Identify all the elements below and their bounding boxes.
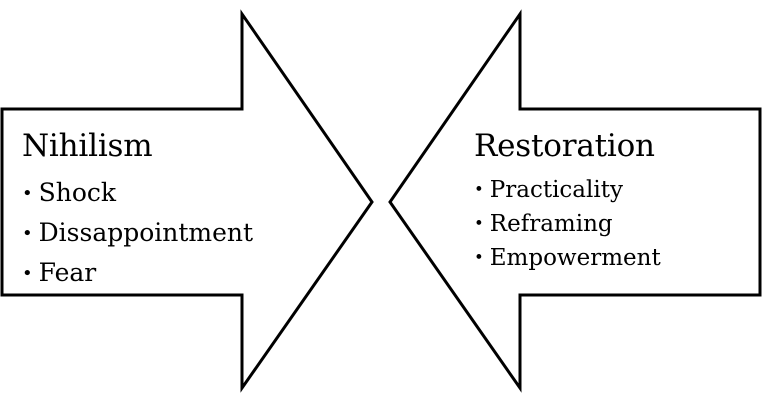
left-arrow-shape (0, 9, 374, 393)
right-arrow-item-practicality: • Practicality (474, 174, 661, 208)
right-arrow-list: • Practicality • Reframing • Empowerment (474, 174, 661, 276)
right-arrow-item-empowerment: • Empowerment (474, 242, 661, 276)
bullet-dot: • (474, 180, 484, 199)
bullet-dot: • (22, 263, 33, 284)
left-arrow-text: Nihilism • Shock • Dissappointment • Fea… (22, 127, 253, 294)
right-arrow-text: Restoration • Practicality • Reframing •… (474, 127, 661, 276)
left-arrow-item-label: Shock (38, 178, 117, 207)
left-arrow-item-fear: • Fear (22, 254, 253, 294)
right-arrow-item-label: Practicality (489, 177, 623, 203)
right-arrow-item-reframing: • Reframing (474, 208, 661, 242)
left-arrow-title: Nihilism (22, 128, 153, 164)
bullet-dot: • (474, 214, 484, 233)
right-arrow-title: Restoration (474, 128, 655, 164)
left-arrow-list: • Shock • Dissappointment • Fear (22, 174, 253, 294)
left-arrow-item-label: Dissappointment (38, 218, 254, 247)
bullet-dot: • (22, 183, 33, 204)
left-arrow-item-label: Fear (38, 258, 97, 287)
left-arrow-item-shock: • Shock (22, 174, 253, 214)
right-arrow-shape (388, 9, 762, 393)
left-arrow-item-dissappointment: • Dissappointment (22, 214, 253, 254)
bullet-dot: • (474, 248, 484, 267)
right-arrow-item-label: Reframing (489, 211, 613, 237)
bullet-dot: • (22, 223, 33, 244)
right-arrow-item-label: Empowerment (489, 245, 661, 271)
